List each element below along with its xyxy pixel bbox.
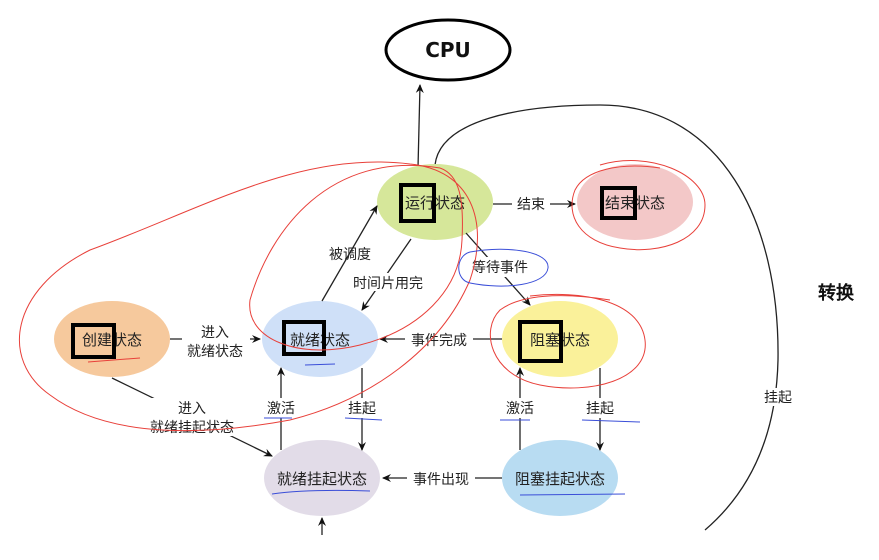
label-blocked-suspended: 阻塞挂起状态 xyxy=(515,470,605,488)
annotation-red-loop-inner xyxy=(249,165,463,351)
highlight-box-blocked xyxy=(518,320,563,363)
edge-label-suspend-outer: 挂起 xyxy=(764,390,792,406)
state-blocked-suspended xyxy=(502,440,618,516)
annotation-red-loop-large xyxy=(18,161,478,432)
annotation-blue-underline-blockedsusp xyxy=(519,493,626,496)
edge-label-suspend-right: 挂起 xyxy=(586,401,614,417)
highlight-box-ready xyxy=(282,320,326,356)
annotation-blue-underline-readysusp xyxy=(271,489,371,495)
highlight-box-running xyxy=(399,183,436,223)
outer-suspend-edge xyxy=(434,104,779,531)
annotation-blue-underline-suspend-r xyxy=(581,419,641,423)
edge-label-event-occur: 事件出现 xyxy=(413,472,469,488)
label-ready: 就绪状态 xyxy=(290,331,350,349)
annotation-blue-underline-ready xyxy=(304,363,336,366)
edge-label-event-done: 事件完成 xyxy=(411,333,467,349)
edge-label-activate-right: 激活 xyxy=(506,400,534,417)
annotation-red-blocked xyxy=(489,293,646,389)
edge-ready-running xyxy=(321,205,378,302)
diagram-title: 转换 xyxy=(818,282,855,304)
label-ready-suspended: 就绪挂起状态 xyxy=(277,470,367,488)
edge-running-cpu xyxy=(415,84,424,169)
annotation-red-terminated xyxy=(571,160,706,251)
highlight-box-terminated xyxy=(600,186,637,220)
edge-label-enter-ready-2: 就绪状态 xyxy=(187,344,243,360)
highlight-box-created xyxy=(71,323,116,359)
cpu-label: CPU xyxy=(425,38,471,62)
edge-label-enter-ready-susp-1: 进入 xyxy=(178,401,206,417)
edge-label-wait-event: 等待事件 xyxy=(472,259,528,276)
annotation-red-underline-created xyxy=(87,357,141,363)
annotation-blue-underline-suspend xyxy=(344,417,383,421)
edge-label-scheduled: 被调度 xyxy=(329,247,371,263)
edge-label-activate-left: 激活 xyxy=(267,400,295,417)
edge-label-suspend-left: 挂起 xyxy=(348,401,376,417)
edge-label-end: 结束 xyxy=(517,197,545,213)
state-ready-suspended xyxy=(264,440,380,516)
edge-label-enter-ready-1: 进入 xyxy=(201,325,229,341)
edge-label-time-slice: 时间片用完 xyxy=(353,276,423,292)
annotation-blue-wait-event xyxy=(458,248,549,287)
cpu-node xyxy=(384,18,512,82)
edge-label-enter-ready-susp-2: 就绪挂起状态 xyxy=(150,420,234,436)
